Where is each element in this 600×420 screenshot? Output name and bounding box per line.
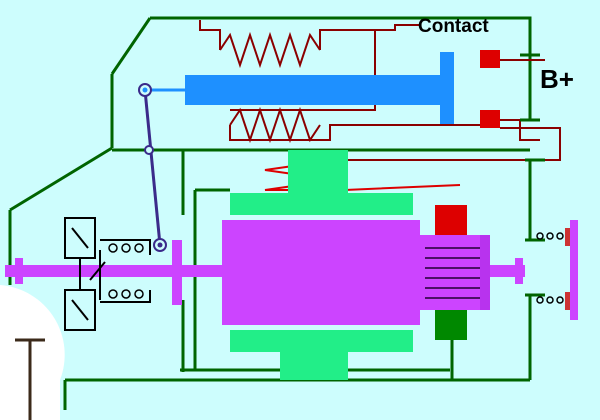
coil-wires	[199, 20, 485, 141]
clutch-housing-top	[100, 239, 151, 255]
upper-spring	[219, 31, 321, 69]
nose-cover	[0, 285, 65, 420]
armature	[222, 220, 420, 325]
clutch-housing-bottom	[100, 290, 151, 303]
lever-rod	[15, 338, 45, 420]
overrunning-clutch	[64, 217, 106, 331]
pinion-gear	[15, 240, 523, 305]
end-bearing	[536, 220, 578, 320]
brush-positive	[435, 205, 467, 235]
clutch-rollers	[108, 243, 144, 299]
lower-spring	[229, 106, 321, 144]
contact-label: Contact	[418, 16, 489, 37]
contact-terminal-lower	[480, 110, 500, 128]
pole-shoe-lower	[230, 330, 413, 380]
brush-negative	[435, 310, 467, 340]
commutator	[420, 235, 490, 310]
shift-lever	[138, 83, 167, 252]
contact-bars	[520, 53, 545, 297]
solenoid-plunger	[150, 52, 454, 124]
contact-terminal-upper	[480, 50, 500, 68]
battery-wires	[335, 59, 561, 161]
pole-shoe-upper	[230, 150, 413, 215]
battery-positive-label: B+	[540, 64, 574, 94]
